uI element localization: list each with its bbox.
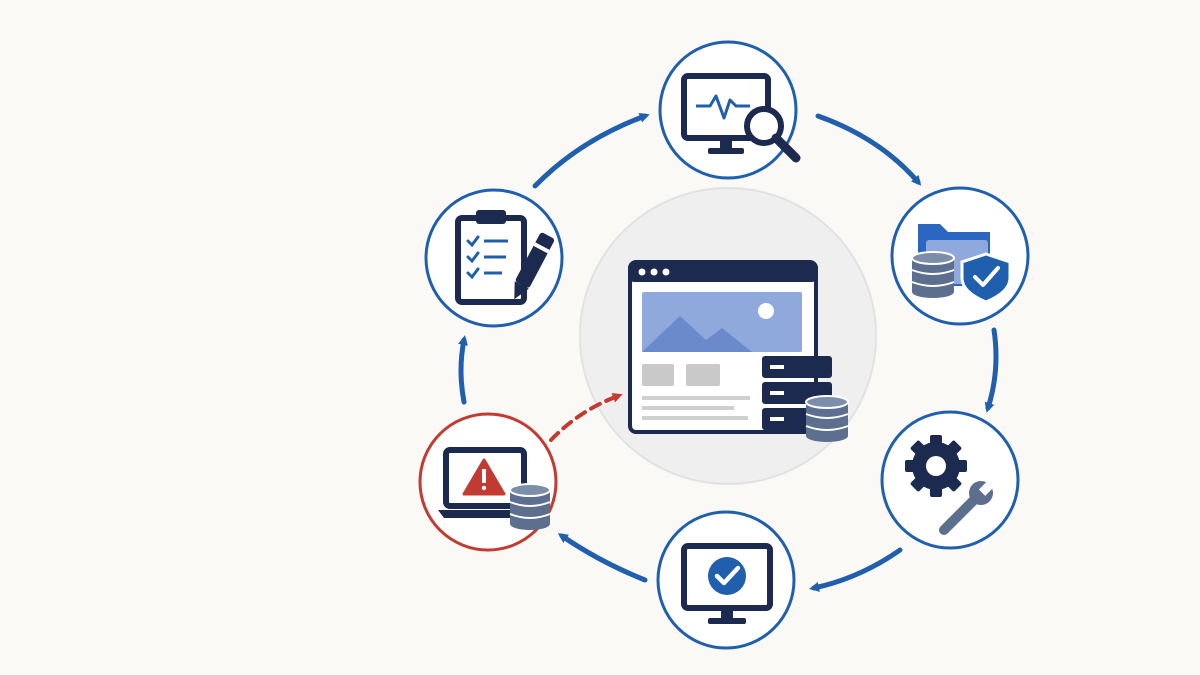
monitor-checkmark-icon	[681, 543, 773, 624]
laptop-warning-database-icon	[438, 447, 551, 530]
stage-maintain	[880, 410, 1020, 550]
stage-incident	[418, 412, 558, 552]
stage-verify	[656, 510, 796, 650]
gear-wrench-icon	[905, 435, 996, 535]
website-server-database-icon	[628, 260, 849, 442]
arrow-maintain-to-verify	[809, 547, 903, 592]
arrow-backup-to-maintain	[984, 327, 999, 413]
arrow-incident-to-center	[549, 393, 623, 442]
arrow-monitor-to-backup	[815, 113, 922, 186]
monitor-with-magnifier-icon	[681, 73, 801, 163]
arrow-incident-to-plan	[458, 335, 468, 405]
clipboard-checklist-pen-icon	[455, 210, 555, 305]
arrow-plan-to-monitor	[532, 113, 650, 189]
cycle-arrows	[458, 113, 999, 592]
folder-database-shield-icon	[911, 224, 1012, 304]
stage-plan	[424, 188, 564, 328]
stage-backup	[890, 186, 1030, 326]
stage-monitor	[658, 40, 801, 180]
arrow-verify-to-incident	[557, 533, 648, 583]
